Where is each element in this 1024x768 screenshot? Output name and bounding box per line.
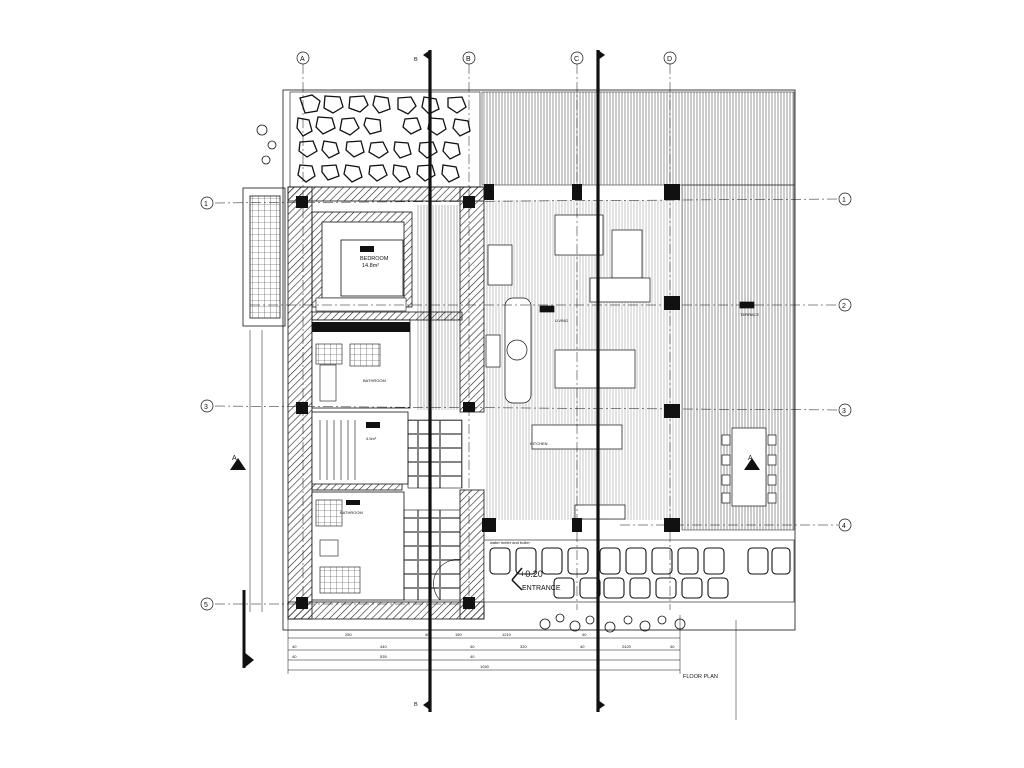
axis-1-right: 1: [842, 197, 846, 204]
section-marker-right: A: [748, 455, 753, 462]
terrace-label: TERRACE: [740, 312, 759, 317]
dimension-texts: 250 40 150 1210 40 40 440 40 320 40 2420…: [292, 632, 675, 669]
axis-d: D: [667, 56, 672, 63]
axis-a: A: [300, 56, 305, 63]
bedroom-name: BEDROOM: [360, 256, 389, 262]
bathroom-name-2: BATHROOM: [340, 510, 363, 515]
axis-c: C: [574, 56, 579, 63]
dim-2-3: 320: [520, 644, 527, 649]
hall-stairs: 4.5m²: [311, 411, 463, 489]
axis-4-right: 4: [842, 523, 846, 530]
section-marker-left: A: [232, 455, 237, 462]
dim-1-1: 40: [425, 632, 430, 637]
dim-2-4: 40: [580, 644, 585, 649]
axis-5-left: 5: [204, 602, 208, 609]
axis-3-right: 3: [842, 408, 846, 415]
section-b-bottom: B: [414, 702, 418, 708]
bedroom-area: 14.8m²: [362, 263, 379, 269]
axis-1-left: 1: [204, 201, 208, 208]
dim-1-0: 250: [345, 632, 352, 637]
stone-paving-area: [289, 91, 481, 188]
dim-2-1: 440: [380, 644, 387, 649]
bathroom-name: BATHROOM: [363, 378, 386, 383]
axis-3-left: 3: [204, 404, 208, 411]
upper-bathroom: BATHROOM: [311, 319, 411, 409]
section-markers: A A: [230, 455, 760, 470]
dim-1-2: 150: [455, 632, 462, 637]
corridor-lines: [416, 205, 458, 410]
dim-2-5: 2420: [622, 644, 632, 649]
dim-2-6: 40: [670, 644, 675, 649]
hall-area: 4.5m²: [366, 436, 377, 441]
top-lawn-area: [481, 91, 795, 186]
bedroom: BEDROOM 14.8m²: [315, 221, 407, 312]
drawing-title: FLOOR PLAN: [683, 674, 718, 680]
left-balcony: [242, 187, 286, 327]
grid-axes: [214, 64, 839, 610]
living-label: LIVING: [555, 318, 568, 323]
entrance-label: ENTRANCE: [522, 585, 561, 592]
note-label: water meter and boiler: [490, 540, 530, 545]
row-axis-labels: 1 3 5 1 2 3 4: [200, 192, 852, 611]
site-boundary: [282, 89, 796, 631]
dim-4-0: 1040: [480, 664, 490, 669]
dim-2-0: 40: [292, 644, 297, 649]
kitchen-label: KITCHEN: [530, 441, 548, 446]
dimension-chains: [249, 330, 737, 720]
axis-b: B: [466, 56, 471, 63]
entrance-paving: water meter and boiler +0.20 ENTRANCE: [483, 539, 795, 603]
axis-2-right: 2: [842, 303, 846, 310]
section-cut-lines: B B: [242, 50, 605, 712]
level-label: +0.20: [520, 569, 543, 579]
section-b-top: B: [414, 57, 418, 63]
dim-3-0: 40: [292, 654, 297, 659]
dim-3-1: 535: [380, 654, 387, 659]
dim-1-3: 1210: [502, 632, 512, 637]
lower-bathroom: BATHROOM: [311, 491, 463, 601]
column-axis-labels: A B C D: [296, 51, 677, 65]
dim-1-4: 40: [582, 632, 587, 637]
dim-3-2: 40: [470, 654, 475, 659]
dim-2-2: 40: [470, 644, 475, 649]
